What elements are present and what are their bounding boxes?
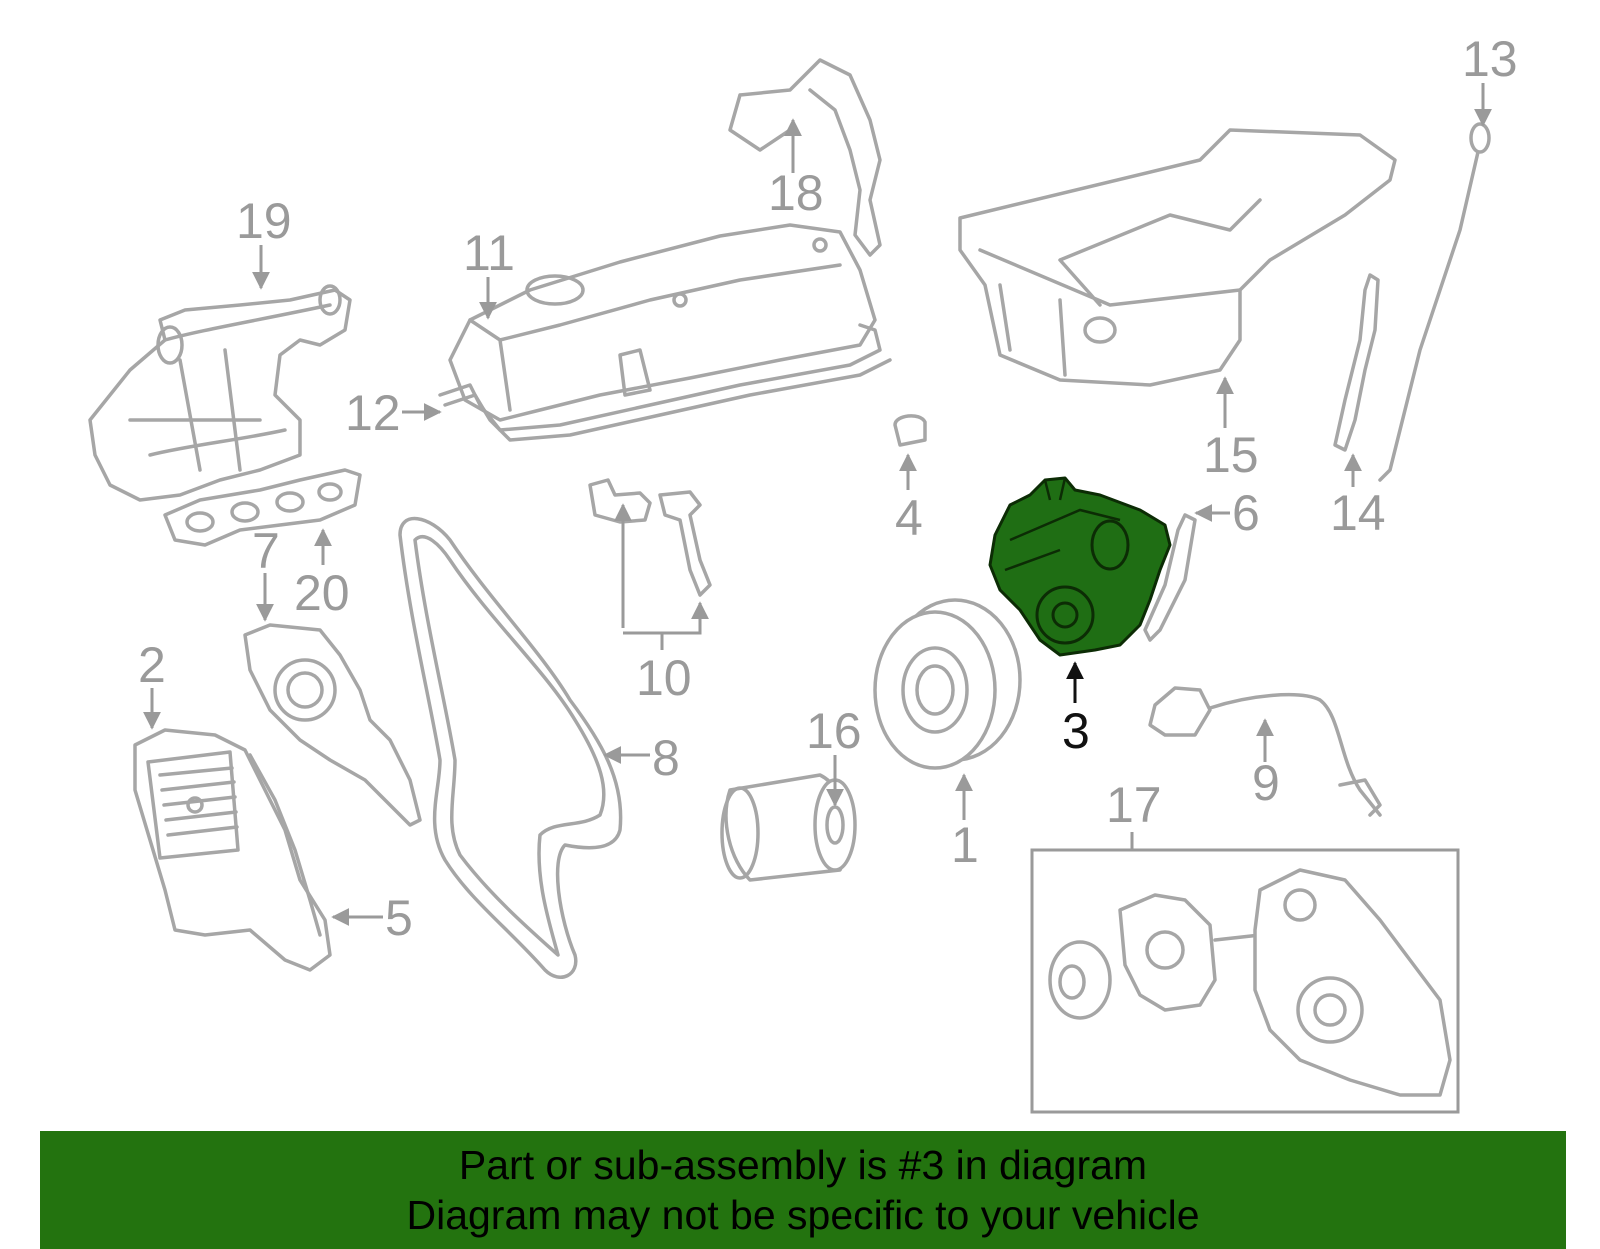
- leader-lines: [143, 83, 1492, 926]
- callout-9: 9: [1252, 755, 1280, 811]
- part-4-plug[interactable]: [893, 414, 927, 447]
- banner-line-1: Part or sub-assembly is #3 in diagram: [458, 1142, 1148, 1188]
- callout-14: 14: [1330, 485, 1386, 541]
- callout-16: 16: [806, 703, 862, 759]
- callout-labels: 19 11 12 18 13 15 14 4 6 3 10 7 20 2 5 8…: [138, 31, 1518, 946]
- callout-17: 17: [1106, 777, 1162, 833]
- callout-4: 4: [895, 490, 923, 546]
- part-3-highlighted-assembly[interactable]: [988, 476, 1172, 657]
- callout-15: 15: [1203, 427, 1259, 483]
- part-10-sensor-and-bracket[interactable]: [588, 478, 712, 597]
- callout-10: 10: [636, 650, 692, 706]
- callout-12: 12: [345, 385, 401, 441]
- part-1-crankshaft-pulley[interactable]: [873, 598, 1022, 770]
- part-19-intake-manifold[interactable]: [88, 284, 352, 502]
- part-6-gasket[interactable]: [1143, 513, 1197, 642]
- callout-8: 8: [652, 730, 680, 786]
- callout-3: 3: [1062, 703, 1090, 759]
- callout-7: 7: [252, 523, 280, 579]
- part-8-timing-belt[interactable]: [398, 517, 623, 979]
- part-20-manifold-gasket[interactable]: [163, 468, 362, 547]
- part-2-timing-cover-outer[interactable]: [133, 728, 332, 972]
- part-9-sensor-cable[interactable]: [1148, 686, 1382, 817]
- part-14-dipstick-tube[interactable]: [1333, 273, 1380, 452]
- part-7-timing-cover-inner[interactable]: [243, 623, 422, 827]
- callout-20: 20: [294, 565, 350, 621]
- callout-19: 19: [236, 193, 292, 249]
- part-3-body: [988, 476, 1172, 657]
- banner-line-2: Diagram may not be specific to your vehi…: [406, 1192, 1200, 1238]
- part-17-kit-box[interactable]: [1030, 848, 1460, 1114]
- callout-11: 11: [463, 225, 515, 281]
- part-13-oil-dipstick[interactable]: [1378, 122, 1491, 482]
- callout-6: 6: [1232, 485, 1260, 541]
- part-5-seal[interactable]: [248, 753, 322, 937]
- part-12-valve-cover-gasket[interactable]: [438, 323, 892, 442]
- part-18-timing-cover-gasket[interactable]: [728, 58, 882, 257]
- callout-13: 13: [1462, 31, 1518, 87]
- callout-1: 1: [951, 817, 979, 873]
- callout-2: 2: [138, 637, 166, 693]
- callout-5: 5: [385, 890, 413, 946]
- callout-18: 18: [768, 165, 824, 221]
- info-banner: Part or sub-assembly is #3 in diagram Di…: [40, 1131, 1566, 1249]
- part-15-oil-pan[interactable]: [958, 128, 1397, 387]
